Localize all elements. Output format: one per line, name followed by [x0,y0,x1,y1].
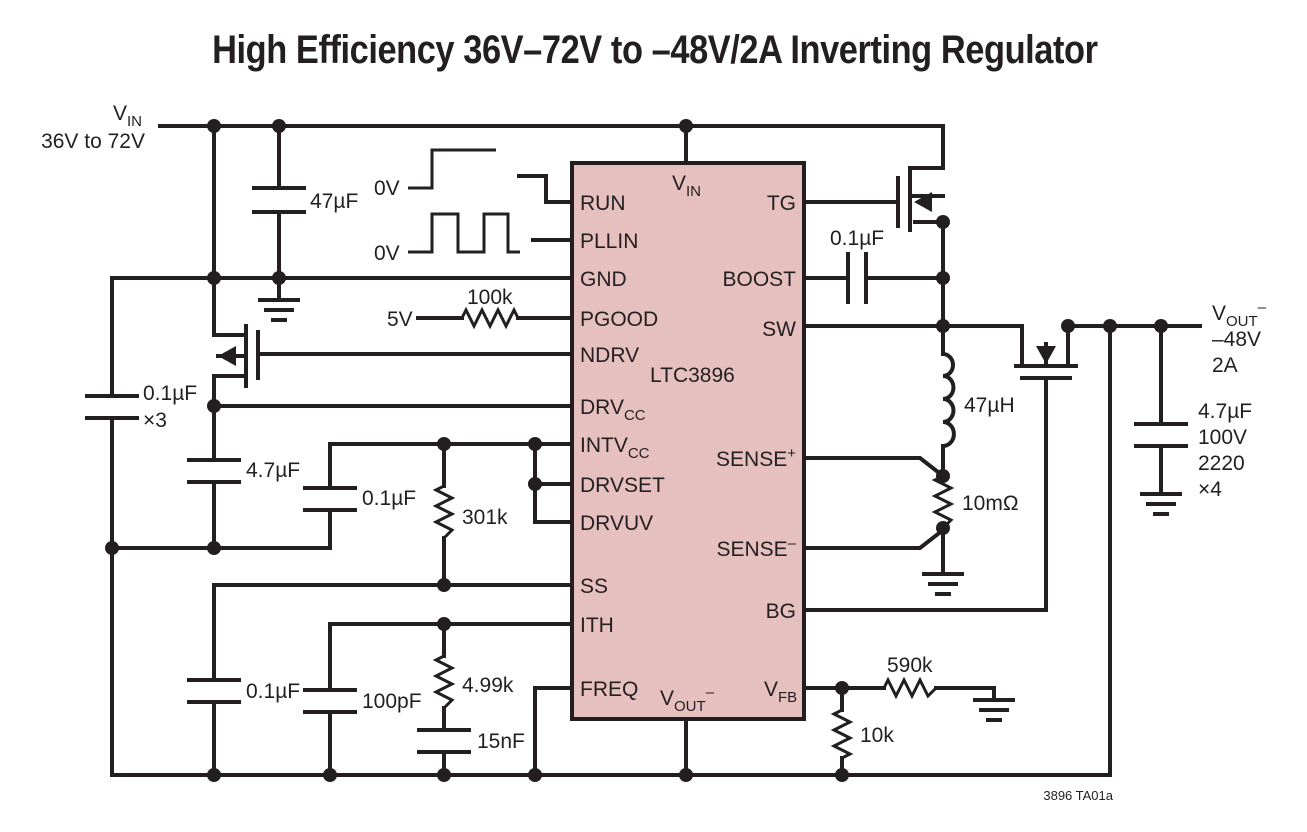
inductor-symbol [940,351,956,449]
ic-pin-ith: ITH [580,614,614,637]
vin-range-label: 36V to 72V [41,130,145,153]
ic-pin-sense-minus: SENSE– [716,535,796,561]
pllin-low-label: 0V [374,242,400,265]
ic-pin-sense-plus: SENSE+ [716,445,796,471]
ic-pin-ss: SS [580,575,608,598]
ic-pin-boost: BOOST [722,268,796,291]
l-main-label: 47µH [964,394,1015,417]
vin-label: VIN [113,102,142,130]
c-ss-label: 0.1µF [246,680,300,703]
ic-pin-freq: FREQ [580,678,638,701]
ic-pin-sw: SW [762,318,796,341]
ic-pin-drvuv: DRVUV [580,512,653,535]
ic-pin-bg: BG [766,600,796,623]
resistor-symbols [432,306,955,760]
ic-body [570,161,806,721]
ic-pin-intvcc: INTVCC [580,434,650,462]
c-out-label-1: 4.7µF [1198,400,1252,423]
c-ith-label: 15nF [477,730,525,753]
c-drv-label-1: 0.1µF [143,382,197,405]
ground-symbols [258,298,1182,722]
c-ith-hf-label: 100pF [362,690,422,713]
r-ith-label: 4.99k [462,674,514,697]
ic-pin-ndrv: NDRV [580,344,639,367]
pllin-clock-waveform [408,212,520,254]
ic-pin-tg: TG [767,192,796,215]
vout-voltage-label: –48V [1212,328,1261,351]
ic-pin-vin: VIN [672,172,701,200]
c-boost-label: 0.1µF [830,227,884,250]
ic-part-name: LTC3896 [650,364,735,387]
ic-pin-pllin: PLLIN [580,230,638,253]
mosfet-top [896,166,945,232]
r-fb-top-label: 590k [887,654,933,677]
run-low-label: 0V [374,177,400,200]
vout-label: VOUT– [1212,299,1267,330]
c-out-label-3: 2220 [1198,452,1245,475]
c-out-label-4: ×4 [1198,478,1222,501]
r-pgood-label: 100k [467,286,513,309]
c-drv-label-2: ×3 [143,409,167,432]
mosfet-bottom [1014,338,1078,380]
ic-pin-run: RUN [580,192,626,215]
ic-pin-pgood: PGOOD [580,308,658,331]
capacitor-symbols [85,186,1188,754]
vout-current-label: 2A [1212,354,1238,377]
c-in-label: 47µF [310,190,358,213]
p-mosfet-ndrv [216,324,260,388]
r-intvcc-label: 301k [462,506,508,529]
ic-pin-drvcc: DRVCC [580,396,646,424]
ic-pin-vout: VOUT– [660,684,715,715]
junction-dots [105,119,1168,782]
r-sense-label: 10mΩ [962,492,1019,515]
figure-id: 3896 TA01a [1043,788,1113,803]
pgood-pullup-label: 5V [387,308,413,331]
c-intvcc-label: 0.1µF [362,487,416,510]
c-drvcc-label: 4.7µF [246,459,300,482]
ic-pin-gnd: GND [580,268,627,291]
c-out-label-2: 100V [1198,426,1247,449]
run-step-waveform [408,148,496,190]
ic-pin-vfb: VFB [764,678,797,706]
r-fb-bot-label: 10k [860,724,894,747]
ic-pin-drvset: DRVSET [580,474,665,497]
page-title: High Efficiency 36V–72V to –48V/2A Inver… [212,28,1098,72]
